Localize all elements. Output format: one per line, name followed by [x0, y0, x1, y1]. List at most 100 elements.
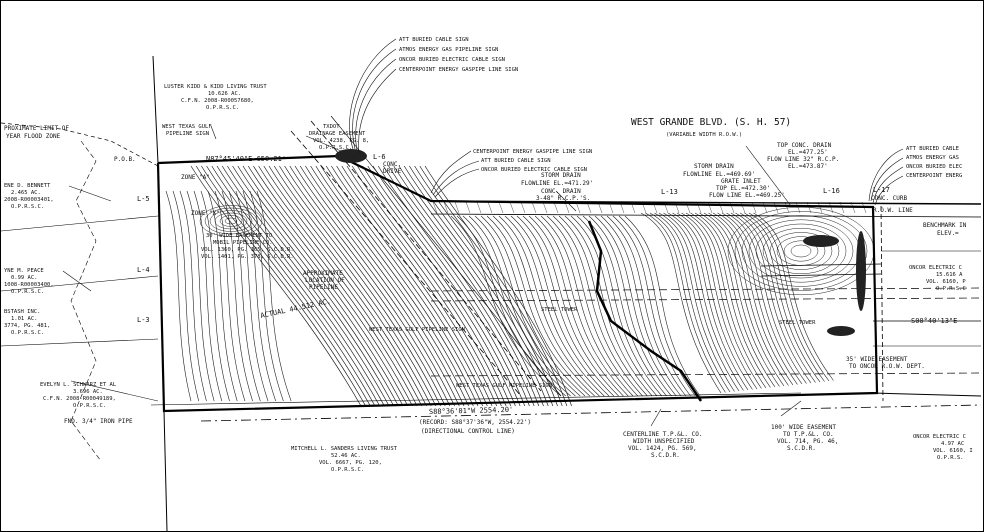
contour-line: [582, 215, 667, 397]
top-conc-c: FLOW LINE 32" R.C.P.: [767, 156, 839, 163]
easement-35-b: TO ONCOR R.O.W. DEPT.: [849, 363, 925, 370]
conc-drain-1: CONC. DRAIN: [541, 188, 581, 195]
owner-bstash-4: O.P.R.S.C.: [11, 330, 44, 336]
contour-line: [755, 223, 847, 279]
storm-drain-2b: FLOWLINE EL.=469.69': [683, 171, 755, 178]
contour-line: [600, 215, 682, 397]
contour-line: [806, 201, 812, 214]
contour-line: [594, 215, 677, 397]
owner-sanders-3: VOL. 6667, PG. 120,: [319, 460, 382, 466]
contour-line: [703, 212, 785, 387]
contour-line: [424, 165, 572, 407]
owner-oncor2-1: ONCOR ELECTRIC C: [913, 434, 966, 440]
contour-line: [443, 201, 449, 214]
approx-pipeline-3: PIPELINE: [309, 284, 338, 291]
contour-line: [201, 165, 371, 407]
line-course-l6: L-6: [373, 153, 386, 161]
control-line-label: (DIRECTIONAL CONTROL LINE): [421, 428, 515, 435]
contour-line: [663, 212, 744, 391]
owner-bennett-1: ENE D. BENNETT: [4, 183, 51, 189]
contour-line: [552, 215, 643, 397]
owner-bstash-3: 3774, PG. 481,: [4, 323, 50, 329]
contour-line: [165, 190, 192, 402]
contour-line: [179, 190, 207, 402]
contour-line: [769, 232, 833, 270]
storm-drain-2a: STORM DRAIN: [694, 163, 734, 170]
owner-oncor2-4: O.P.R.S.: [937, 455, 964, 461]
contour-line: [753, 212, 834, 381]
owner-luster-4: O.P.R.S.C.: [206, 105, 239, 111]
owner-bennett-2: 2.465 AC.: [11, 190, 41, 196]
easement-35-a: 35' WIDE EASEMENT: [846, 356, 908, 363]
owner-oncor1-4: O.P.R.S.C: [936, 286, 966, 292]
contour-line: [540, 215, 634, 397]
contour-line: [253, 165, 418, 407]
contour-line: [214, 212, 248, 230]
approx-pipeline-1: APPROXIMATE: [303, 270, 343, 277]
owner-schwarz-1: EVELYN L. SCHWARZ ET AL: [40, 382, 117, 388]
contour-line: [790, 244, 812, 258]
sign-mid-3: ONCOR BURIED ELECTRIC CABLE SIGN: [481, 167, 587, 173]
contour-line: [520, 201, 526, 214]
txdot-3: VOL. 4238, PG. 8,: [313, 138, 369, 144]
contour-line: [712, 212, 794, 386]
contour-line: [206, 165, 376, 407]
contour-line: [741, 215, 861, 287]
inner-easement-c: VOL. 1360, PG. 165, S.C.D.R.: [201, 247, 294, 253]
sign-mid-2: ATT BURIED CABLE SIGN: [481, 158, 551, 164]
owner-bstash-1: BSTASH INC.: [4, 309, 40, 315]
contour-line: [729, 201, 735, 214]
conc-drive-label-1: CONC.: [383, 161, 401, 168]
contour-line: [734, 211, 868, 291]
contour-line: [199, 205, 263, 237]
owner-luster-2: 10.626 AC.: [208, 91, 241, 97]
property-boundary: [1, 55, 982, 531]
contour-line: [388, 165, 540, 407]
north-bearing-label: N87°45'40"E 650.21': [206, 155, 286, 163]
contour-line: [588, 215, 672, 397]
top-conc-b: EL.=477.25': [788, 149, 828, 156]
owner-bennett-3: 2008-R00003401,: [4, 197, 54, 203]
dense-vegetation-marks: [335, 149, 866, 336]
contour-line: [357, 165, 512, 407]
contour-line: [372, 165, 526, 407]
contour-line: [612, 215, 691, 397]
grate-inlet-a: GRATE INLET: [721, 178, 761, 185]
contour-line: [516, 215, 615, 397]
txdot-2: DRAINAGE EASEMENT: [309, 131, 366, 137]
easement-100-d: S.C.D.R.: [787, 445, 816, 452]
contour-line: [498, 215, 600, 397]
grate-inlet-c: FLOW LINE EL.=469.25': [709, 192, 785, 199]
contour-line: [740, 201, 746, 214]
contour-line: [654, 212, 735, 392]
txdot-4: O.P.R.S.C.: [319, 145, 352, 151]
contour-line: [232, 165, 399, 407]
contour-line: [221, 165, 390, 407]
owner-bstash-2: 1.01 AC.: [11, 316, 38, 322]
contour-line: [294, 165, 455, 407]
point-of-beginning: P.O.B.: [114, 156, 136, 163]
contour-line: [193, 190, 223, 402]
contour-line: [235, 190, 269, 402]
centerline-a: CENTERLINE T.P.&L. CO.: [623, 431, 702, 438]
contour-line: [432, 201, 438, 214]
contour-line: [209, 210, 253, 232]
flood-zone-label: YEAR FLOOD ZONE: [6, 133, 61, 140]
contour-line: [658, 212, 740, 392]
contour-line: [256, 190, 292, 402]
contour-line: [528, 215, 624, 397]
contour-line: [216, 165, 385, 407]
contour-line: [784, 201, 790, 214]
acreage-label: ACTUAL 44.512 AC.: [260, 297, 332, 320]
contour-line: [462, 215, 571, 397]
contour-line: [509, 201, 515, 214]
contour-line: [273, 165, 437, 407]
sign-top-3: ONCOR BURIED ELECTRIC CABLE SIGN: [399, 57, 505, 63]
storm-drain-1a: STORM DRAIN: [541, 172, 581, 179]
owner-oncor1-3: VOL. 6160, P: [926, 279, 966, 285]
contour-line: [783, 240, 819, 262]
contour-line: [219, 215, 243, 227]
approx-pipeline-2: LOCATION OF: [305, 277, 345, 284]
